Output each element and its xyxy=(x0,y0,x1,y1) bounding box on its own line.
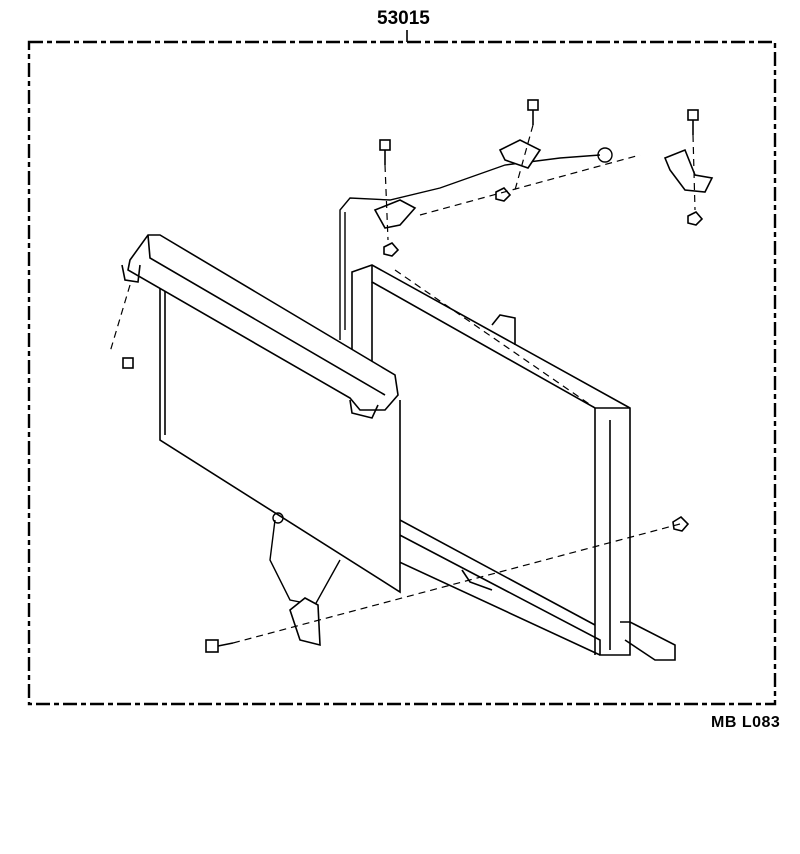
bolt-icon xyxy=(527,99,539,111)
diagram-code-label: MB L083 xyxy=(711,714,781,731)
nut-icon xyxy=(687,211,704,226)
assembly-boundary xyxy=(27,30,777,706)
part-number-label[interactable]: 53015 xyxy=(377,8,430,29)
ground-wire xyxy=(269,147,613,606)
radiator-bracket xyxy=(620,621,676,661)
bolt-icon xyxy=(122,357,134,369)
condenser[interactable] xyxy=(121,234,401,594)
mounting-brackets xyxy=(289,139,714,647)
bolt-icon xyxy=(205,639,219,653)
nut-icon xyxy=(383,242,400,257)
nut-icon xyxy=(672,515,690,532)
assembly-lines xyxy=(109,124,696,644)
condenser-bracket-left xyxy=(121,264,141,283)
bolt-icon xyxy=(687,109,699,121)
bolt-icon xyxy=(379,139,391,151)
nut-icon xyxy=(495,187,512,202)
condenser-bracket-right xyxy=(349,399,379,419)
